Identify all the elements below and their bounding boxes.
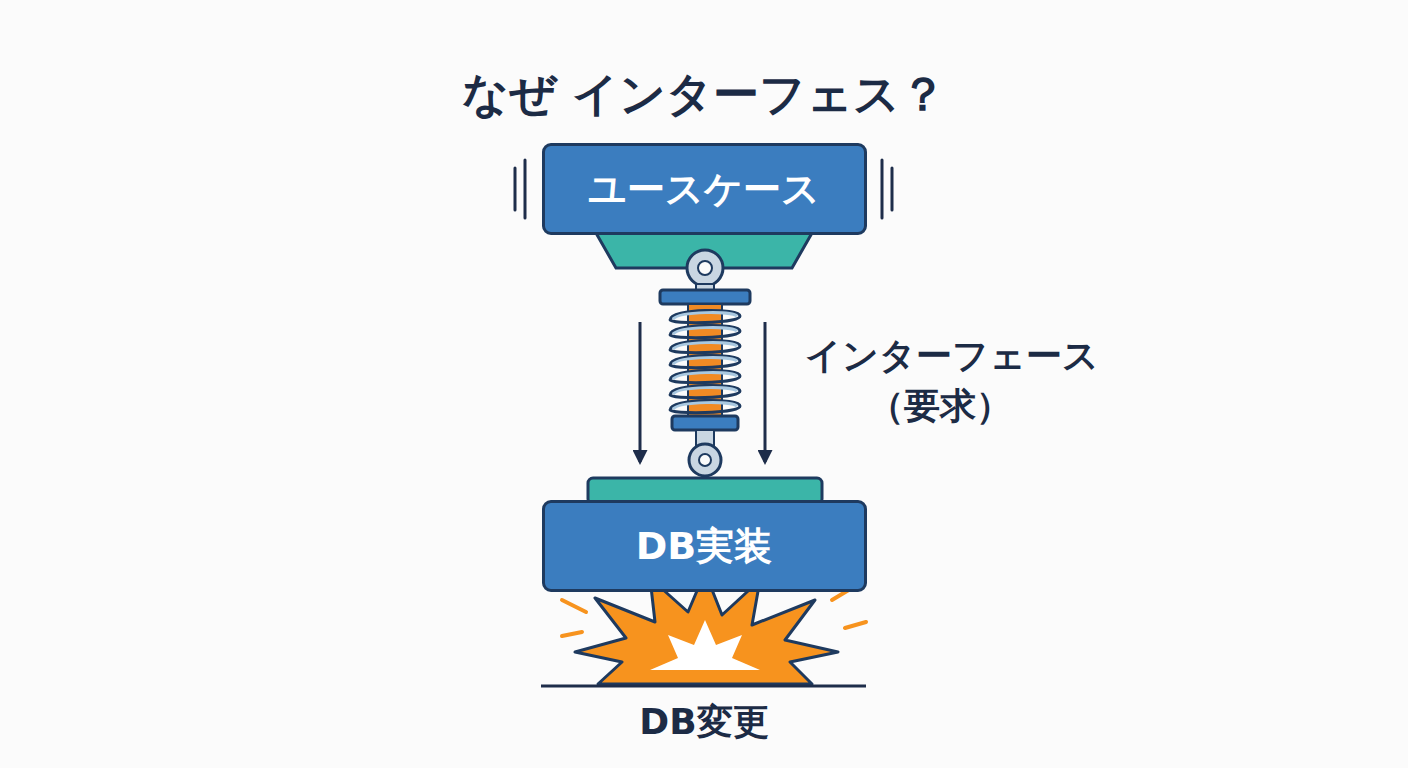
interface-label: インターフェース <box>805 332 1099 381</box>
box-label: DB実装 <box>636 521 773 572</box>
ground-line <box>541 685 866 688</box>
process-box: DB実装 <box>542 500 867 592</box>
process-box: ユースケース <box>542 143 867 235</box>
box-label: ユースケース <box>588 164 820 215</box>
change-label: DB変更 <box>639 698 768 747</box>
title: なぜ インターフェス？ <box>462 64 946 126</box>
interface-note: （要求） <box>868 382 1012 431</box>
shock-absorber <box>660 250 750 476</box>
pressure-arrows <box>640 322 765 462</box>
